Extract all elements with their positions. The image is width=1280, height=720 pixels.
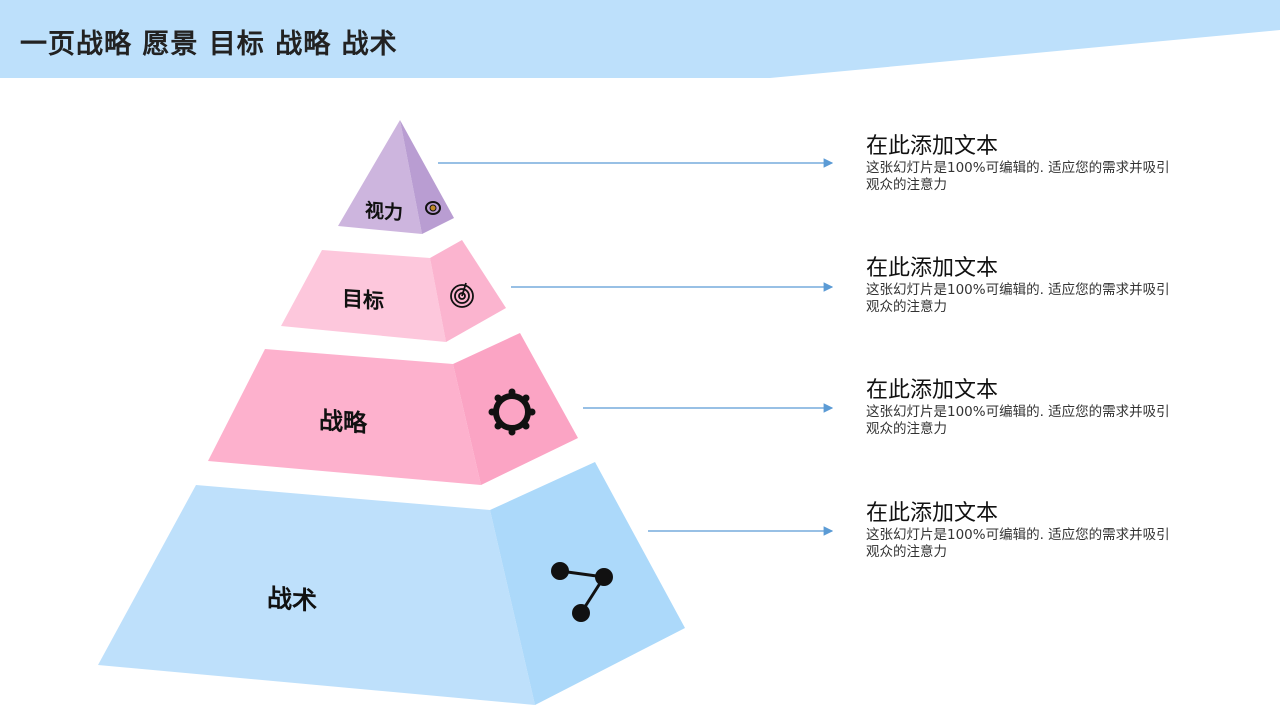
text-block-3: 在此添加文本 这张幻灯片是100%可编辑的. 适应您的需求并吸引观众的注意力 — [866, 378, 1176, 438]
text-block-2: 在此添加文本 这张幻灯片是100%可编辑的. 适应您的需求并吸引观众的注意力 — [866, 256, 1176, 316]
pyramid-tier-3 — [208, 333, 578, 485]
share-nodes-icon — [551, 562, 613, 622]
eye-icon — [425, 201, 441, 215]
block-desc: 这张幻灯片是100%可编辑的. 适应您的需求并吸引观众的注意力 — [866, 527, 1170, 560]
header-band — [0, 0, 1280, 78]
tier-label-goal: 目标 — [342, 286, 384, 314]
text-block-1: 在此添加文本 这张幻灯片是100%可编辑的. 适应您的需求并吸引观众的注意力 — [866, 134, 1176, 194]
pyramid-tier-4 — [98, 462, 685, 705]
block-desc: 这张幻灯片是100%可编辑的. 适应您的需求并吸引观众的注意力 — [866, 282, 1170, 315]
text-block-4: 在此添加文本 这张幻灯片是100%可编辑的. 适应您的需求并吸引观众的注意力 — [866, 501, 1176, 561]
tier-label-strategy: 战略 — [319, 406, 367, 438]
block-title: 在此添加文本 — [866, 134, 999, 159]
block-title: 在此添加文本 — [866, 501, 999, 526]
page-title: 一页战略 愿景 目标 战略 战术 — [20, 29, 398, 60]
block-desc: 这张幻灯片是100%可编辑的. 适应您的需求并吸引观众的注意力 — [866, 160, 1170, 193]
tier-label-vision: 视力 — [365, 199, 404, 225]
block-desc: 这张幻灯片是100%可编辑的. 适应您的需求并吸引观众的注意力 — [866, 404, 1170, 437]
tier-label-tactics: 战术 — [267, 583, 318, 616]
block-title: 在此添加文本 — [866, 256, 999, 281]
block-title: 在此添加文本 — [866, 378, 999, 403]
gear-icon — [488, 388, 536, 436]
target-icon — [450, 282, 474, 308]
